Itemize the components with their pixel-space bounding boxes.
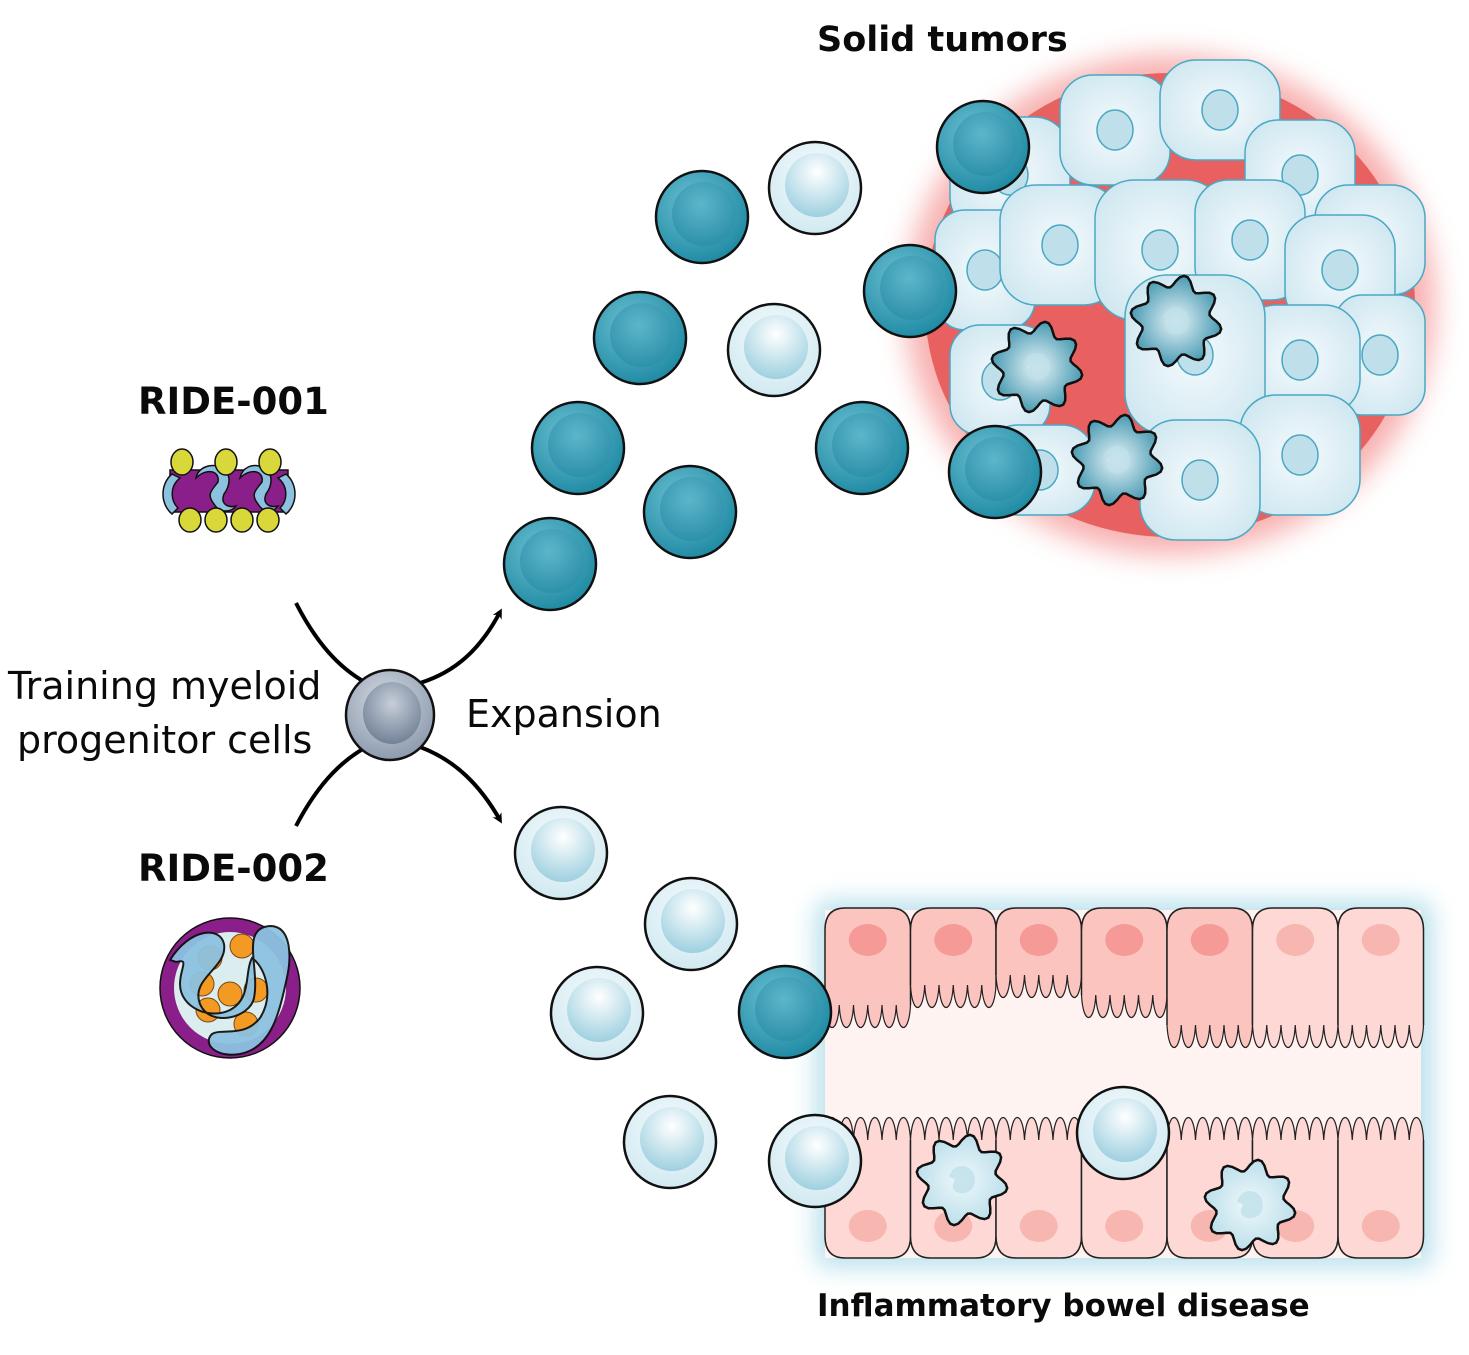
ride-001-label: RIDE-001 — [138, 380, 329, 423]
ibd-branch-cell — [737, 964, 833, 1060]
tumor-branch-cell — [654, 169, 750, 265]
tumor-cell — [1059, 74, 1171, 186]
progenitor-label-line2: progenitor cells — [17, 718, 313, 762]
tumor-branch-cell — [530, 400, 626, 496]
expansion-label: Expansion — [466, 692, 662, 736]
tumor-infiltrating-cell — [947, 424, 1043, 520]
progenitor-label-line1: Training myeloid — [8, 664, 322, 708]
tumor-branch-cell — [592, 290, 688, 386]
tumor-cell — [999, 184, 1121, 306]
tumor-cell — [934, 209, 1036, 331]
epithelial-cell-bottom — [995, 1117, 1083, 1259]
ride-002-label: RIDE-002 — [138, 847, 329, 890]
solid-tumors-label: Solid tumors — [817, 20, 1068, 60]
tumor-macrophage — [990, 320, 1084, 414]
tumor-branch-cell — [642, 464, 738, 560]
ride-001-icon — [162, 448, 296, 533]
ibd-branch-cell — [643, 876, 739, 972]
ibd-branch-cell — [513, 805, 609, 901]
epithelial-cell-top — [1166, 907, 1254, 1048]
epithelial-cell-bottom — [1337, 1117, 1425, 1259]
tumor-cell — [1239, 394, 1361, 516]
epithelial-cell-top — [824, 907, 912, 1028]
ibd-illustration — [815, 900, 1433, 1268]
gut-infiltrating-cell — [1075, 1085, 1171, 1181]
tumor-cell — [1139, 419, 1261, 541]
tumor-branch-cell — [814, 400, 910, 496]
ibd-branch-cell — [549, 965, 645, 1061]
gut-macrophage — [915, 1133, 1009, 1227]
arrow-to-ibd-branch — [419, 745, 502, 824]
epithelial-cell-top — [1251, 907, 1339, 1048]
ibd-branch-cell — [622, 1094, 718, 1190]
ibd-branch-cell — [767, 1113, 863, 1209]
ibd-label: Inflammatory bowel disease — [817, 1288, 1310, 1324]
tumor-branch-cell — [502, 516, 598, 612]
tumor-macrophage — [1070, 413, 1164, 507]
tumor-branch-cell — [726, 302, 822, 398]
progenitor-cell — [344, 668, 436, 762]
ride-002-icon — [159, 917, 301, 1059]
solid-tumor-illustration — [862, 55, 1435, 555]
epithelial-cell-top — [995, 907, 1083, 998]
tumor-infiltrating-cell — [862, 243, 958, 339]
epithelial-cell-top — [1337, 907, 1425, 1048]
gut-macrophage — [1203, 1158, 1297, 1252]
epithelial-cell-bottom — [1251, 1117, 1339, 1259]
tumor-infiltrating-cell — [935, 99, 1031, 195]
epithelial-cell-top — [1080, 907, 1168, 1018]
tumor-cell — [1239, 304, 1361, 416]
arrow-to-tumor-branch — [419, 608, 502, 685]
tumor-macrophage — [1129, 274, 1223, 368]
tumor-branch-cell — [767, 140, 863, 236]
epithelial-cell-top — [909, 907, 997, 1008]
